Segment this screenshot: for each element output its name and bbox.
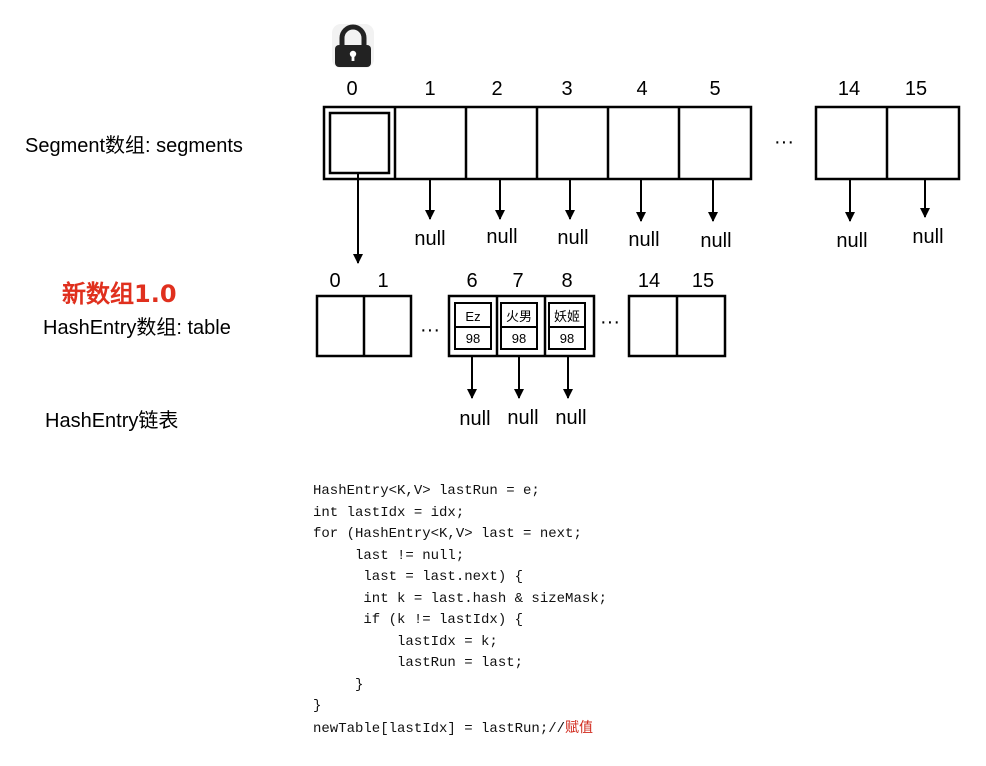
table-slots-middle [447,294,596,358]
code-line: if (k != lastIdx) { [313,612,524,628]
null-label: null [459,408,490,430]
table-slots-left [315,294,413,358]
segment-index: 2 [491,78,502,100]
null-label: null [414,228,445,250]
table-index: 1 [377,270,388,292]
table-index: 7 [512,270,523,292]
table-ellipsis-right: ··· [600,311,620,333]
null-label: null [486,226,517,248]
code-line: for (HashEntry<K,V> last = next; [313,526,582,542]
code-line: } [313,698,322,714]
entry-key: 火男 [506,310,532,325]
code-line: } [313,676,364,693]
new-table-title: 新数组1.0 [62,280,177,308]
segment-0-inner-table [328,111,391,175]
null-label: null [700,230,731,252]
null-label: null [555,407,586,429]
entry-key: 妖姬 [554,310,580,325]
code-comment: 赋值 [565,719,594,736]
segment-index: 14 [838,78,860,100]
table-ellipsis-left: ··· [420,319,440,341]
segment-index: 5 [709,78,720,100]
list-label: HashEntry链表 [45,409,178,432]
segment-null-arrows [425,180,930,222]
entry-key: Ez [465,309,480,324]
segments-array [322,105,961,181]
hash-entry: 妖姬 98 [548,302,586,350]
code-line: lastRun = last; [313,655,524,671]
code-line: last = last.next) { [313,569,524,585]
null-label: null [628,229,659,251]
entry-value: 98 [560,331,574,346]
segment-index: 0 [346,78,357,100]
table-index: 6 [466,270,477,292]
code-line: int k = last.hash & sizeMask; [313,590,608,607]
table-index: 14 [638,270,660,292]
segments-ellipsis: ··· [774,131,794,153]
table-index: 0 [329,270,340,292]
null-label: null [836,230,867,252]
segment-index: 1 [424,78,435,100]
segment-index: 4 [636,78,647,100]
table-index: 8 [561,270,572,292]
null-label: null [912,226,943,248]
code-line: last != null; [313,547,465,564]
code-line: HashEntry<K,V> lastRun = e; [313,483,540,499]
table-slots-right [627,294,727,358]
segments-label: Segment数组: segments [25,134,243,157]
null-label: null [557,227,588,249]
code-line: newTable[lastIdx] = lastRun;// [313,720,566,737]
hash-entry: Ez 98 [454,302,492,350]
code-snippet: HashEntry<K,V> lastRun = e; int lastIdx … [313,481,607,740]
lock-icon [332,24,374,68]
table-label: HashEntry数组: table [43,316,231,339]
entry-null-arrows [467,357,573,399]
entry-value: 98 [512,331,526,346]
table-index: 15 [692,270,714,292]
entry-value: 98 [466,331,480,346]
null-label: null [507,407,538,429]
hash-entry: 火男 98 [500,302,538,350]
segment-index: 15 [905,78,927,100]
code-line: lastIdx = k; [313,633,498,650]
segment-index: 3 [561,78,572,100]
code-line: int lastIdx = idx; [313,504,465,521]
